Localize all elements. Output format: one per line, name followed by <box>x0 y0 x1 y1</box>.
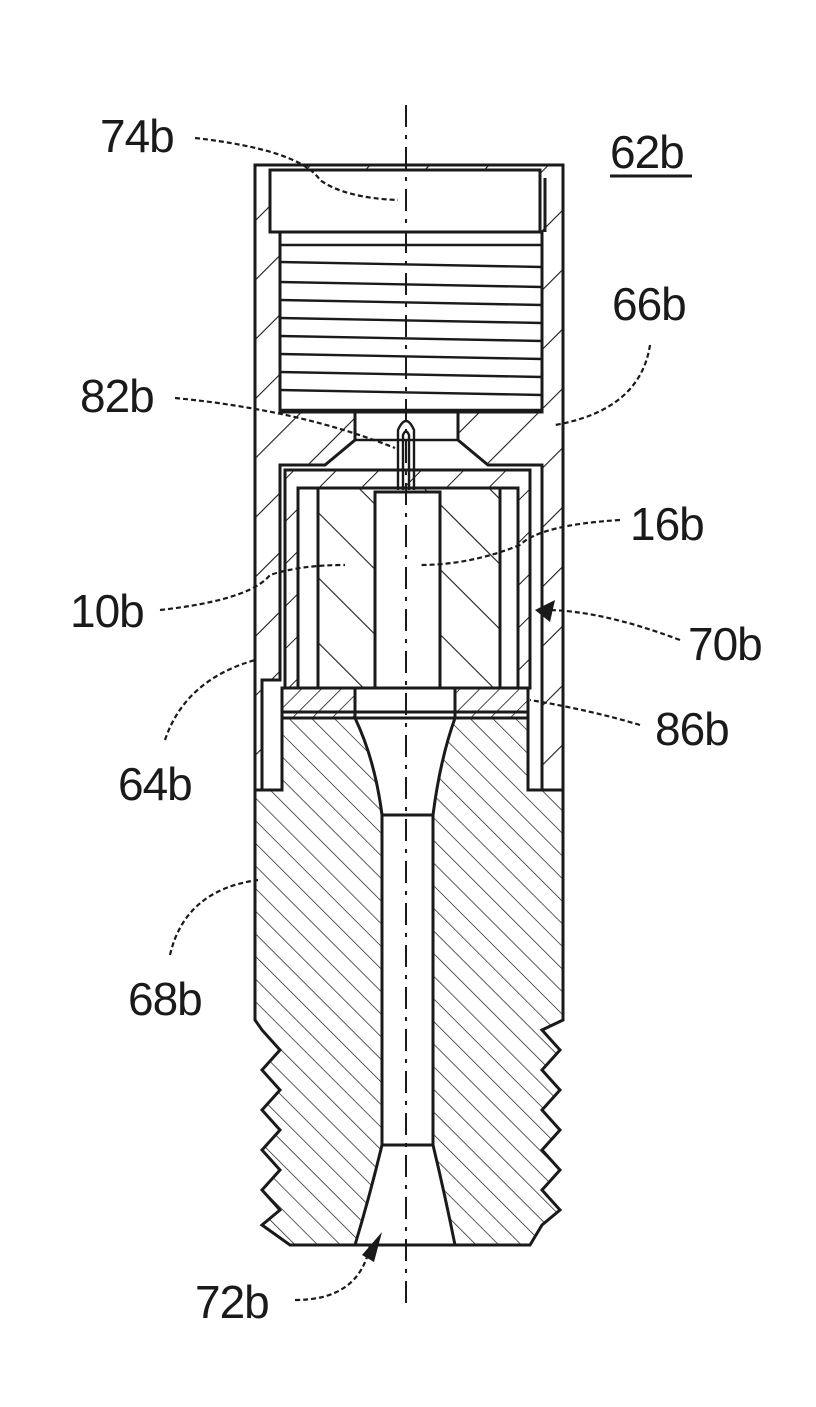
label-72b: 72b <box>195 1276 269 1328</box>
leader-64b <box>165 660 255 740</box>
label-74b: 74b <box>100 110 174 162</box>
label-66b: 66b <box>612 278 686 330</box>
label-68b: 68b <box>128 973 202 1025</box>
label-82b: 82b <box>80 370 154 422</box>
label-16b: 16b <box>630 498 704 550</box>
leader-68b <box>170 880 258 955</box>
leader-72b <box>295 1245 370 1300</box>
label-10b: 10b <box>70 585 144 637</box>
label-86b: 86b <box>655 703 729 755</box>
base-body <box>255 718 563 1245</box>
central-pin <box>375 492 440 688</box>
leader-16b <box>520 520 620 545</box>
figure-title: 62b <box>610 126 684 178</box>
label-64b: 64b <box>118 758 192 810</box>
leader-66b <box>555 345 650 425</box>
leader-70b <box>545 610 680 640</box>
label-70b: 70b <box>688 618 762 670</box>
